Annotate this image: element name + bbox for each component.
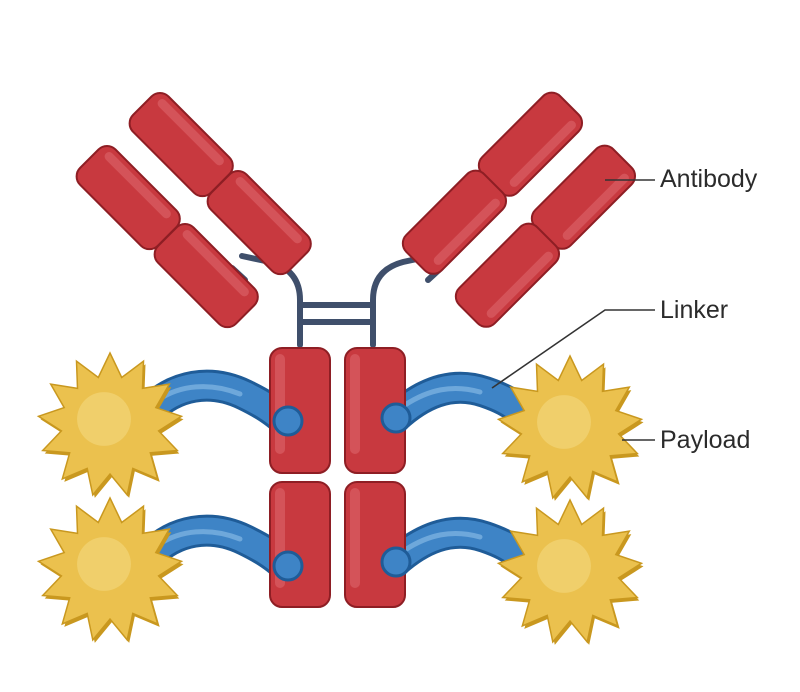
fc-domain-left-lower — [269, 481, 331, 608]
antibody-fab-right — [396, 86, 641, 333]
hinge-connectors — [229, 253, 444, 348]
fc-domain-right-lower — [344, 481, 406, 608]
antibody-fab-left — [70, 87, 317, 334]
antibody-label: Antibody — [660, 165, 758, 193]
linker-ends — [272, 402, 412, 582]
leader-linker — [491, 309, 655, 389]
payload-star — [36, 496, 184, 643]
leader-lines — [491, 179, 655, 441]
payload-star — [496, 498, 644, 645]
payload-label: Payload — [660, 426, 751, 454]
payloads — [36, 351, 644, 645]
payload-star-highlight — [77, 392, 131, 446]
payload-star — [36, 351, 184, 498]
linker-lower-right — [379, 516, 544, 578]
payload-star-highlight — [537, 539, 591, 593]
payload-star-highlight — [537, 395, 591, 449]
payload-star-highlight — [77, 537, 131, 591]
payload-star — [496, 354, 644, 501]
linker-upper-right — [379, 371, 544, 434]
linkers — [134, 369, 544, 583]
linker-label: Linker — [660, 296, 729, 324]
